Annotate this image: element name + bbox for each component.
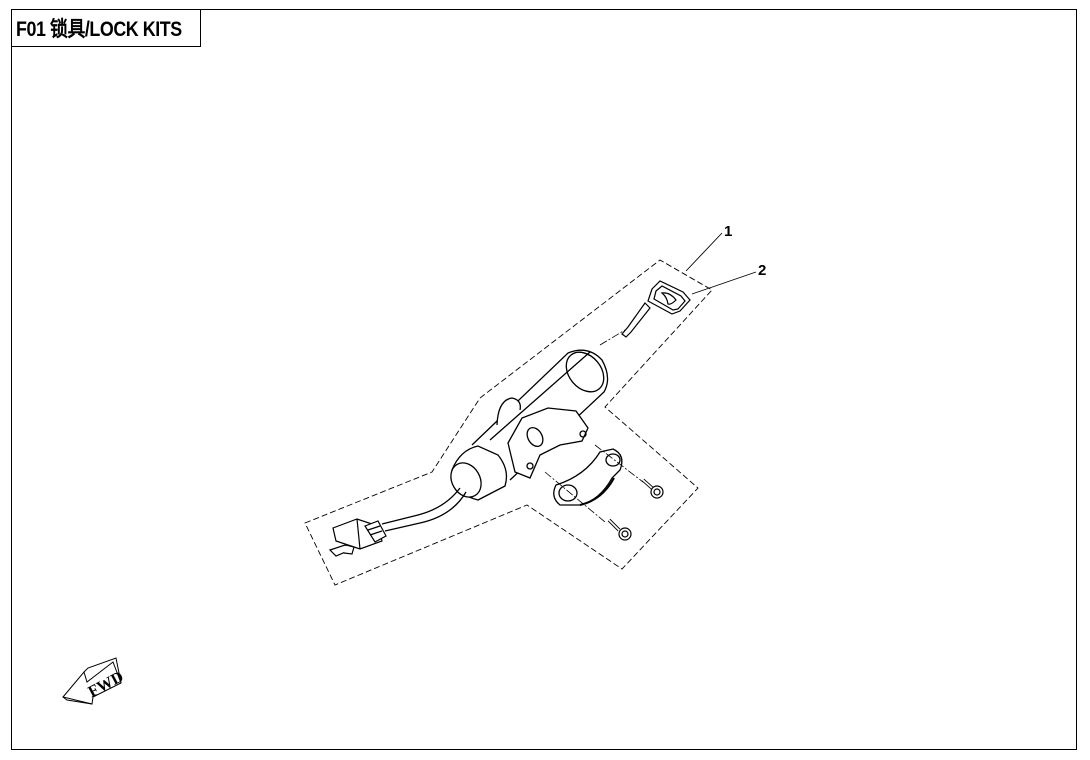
callout-number-1: 1 xyxy=(724,223,732,240)
assembly-boundary-dashed xyxy=(304,259,713,586)
wire-harness-cable-icon xyxy=(381,487,467,532)
bolt-lower-icon xyxy=(607,518,632,541)
key-icon xyxy=(621,280,691,338)
key-centerline xyxy=(599,329,626,346)
bolt-upper-icon xyxy=(641,478,664,499)
clamp-cap-lower-icon xyxy=(553,448,623,506)
bolt-centerline-upper xyxy=(594,444,644,483)
callout-number-2: 2 xyxy=(758,262,766,279)
connector-plug-icon xyxy=(328,518,387,557)
page-title: F01 锁具/LOCK KITS xyxy=(16,18,182,41)
drawing-frame xyxy=(11,9,1077,750)
callout-leader-2 xyxy=(691,271,757,295)
title-box: F01 锁具/LOCK KITS xyxy=(11,9,201,47)
bolt-centerline-lower xyxy=(544,471,606,523)
fwd-arrow-icon xyxy=(62,657,122,705)
clamp-bracket-upper-icon xyxy=(507,407,589,479)
callout-leader-1 xyxy=(685,232,723,272)
